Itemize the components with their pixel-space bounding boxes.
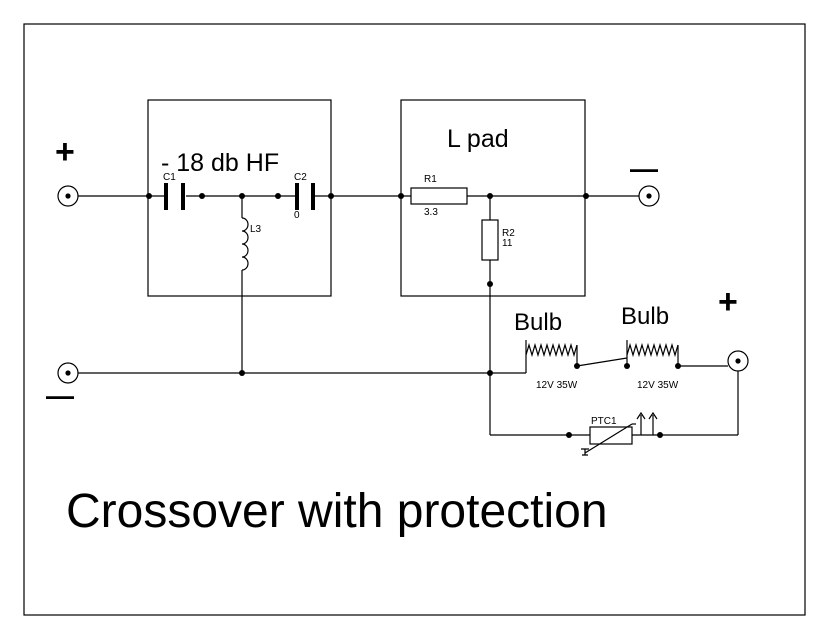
r1-value: 3.3 (424, 207, 438, 218)
output-plus-terminal (727, 350, 749, 372)
junction-dots (146, 193, 681, 438)
r2-value: 11 (502, 238, 513, 249)
input-plus-terminal (57, 185, 79, 207)
r2-ref: R2 (502, 228, 515, 239)
c2-ref: C2 (294, 172, 307, 183)
inductor-l3 (241, 196, 249, 373)
l3-ref: L3 (250, 224, 262, 235)
capacitor-c2 (295, 183, 315, 210)
bulb2-rating: 12V 35W (637, 380, 679, 391)
input-plus-label: + (55, 133, 75, 171)
resistor-r1 (410, 187, 468, 205)
bulb2-label: Bulb (621, 303, 669, 330)
bulb1-label: Bulb (514, 309, 562, 336)
resistor-r2 (481, 196, 499, 261)
bulb1-rating: 12V 35W (536, 380, 578, 391)
filter-block (147, 99, 332, 297)
page-border (23, 23, 806, 616)
r1-ref: R1 (424, 174, 437, 185)
filter-block-label: - 18 db HF (161, 149, 279, 177)
ptc1-ref: PTC1 (591, 416, 617, 427)
output-minus-label: — (630, 153, 658, 184)
output-plus-label: + (718, 283, 738, 321)
c1-ref: C1 (163, 172, 176, 183)
bulb1-filament (525, 340, 628, 373)
input-minus-label: — (46, 380, 74, 411)
ptc1-thermistor (581, 411, 658, 456)
bulb2-filament (626, 340, 728, 367)
lpad-block-label: L pad (447, 125, 509, 153)
output-minus-terminal (638, 185, 660, 207)
capacitor-c1 (164, 183, 185, 210)
diagram-title: Crossover with protection (66, 485, 608, 538)
return-wire (78, 260, 526, 435)
c2-value: 0 (294, 210, 300, 221)
ptc-branch-wire (490, 371, 739, 436)
